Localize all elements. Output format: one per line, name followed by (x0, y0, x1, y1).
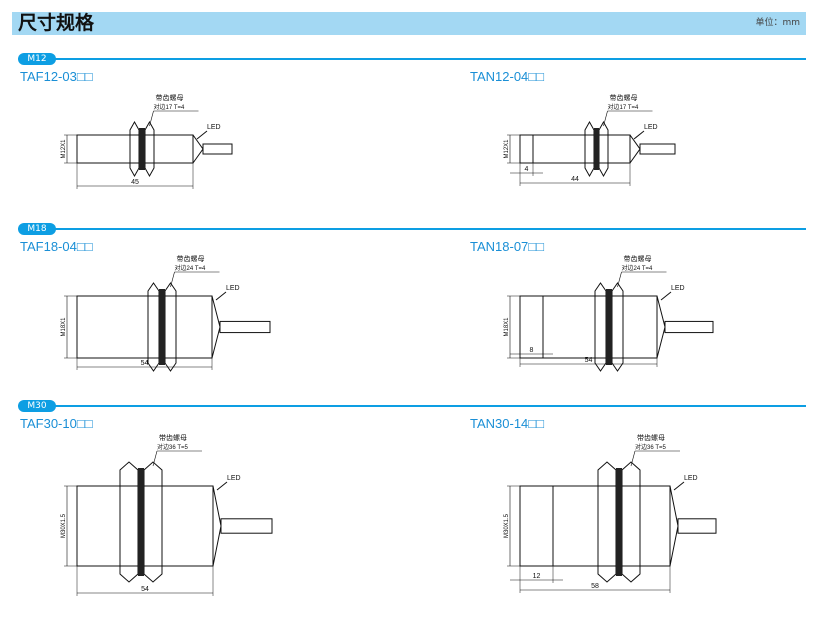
nut-label: 带齿螺母 (610, 93, 638, 102)
led-leader (196, 130, 208, 140)
hex-nut (129, 120, 140, 178)
model-title: TAN18-07□□ (470, 239, 544, 254)
step-label: 4 (525, 166, 529, 173)
led-label: LED (226, 285, 240, 292)
section-divider (24, 58, 806, 60)
led-leader (633, 130, 645, 140)
step-label: 8 (530, 347, 534, 354)
led-cap (211, 295, 221, 359)
toothed-washer (138, 468, 144, 576)
length-label: 54 (585, 357, 593, 364)
cable (639, 143, 676, 155)
section-divider (24, 405, 806, 407)
cable (202, 143, 233, 155)
cable (220, 518, 273, 534)
toothed-washer (606, 289, 612, 365)
cable (677, 518, 717, 534)
cable (219, 320, 271, 334)
length-label: 44 (571, 176, 579, 183)
length-label: 54 (141, 586, 149, 593)
nut-spec-label: 对边24 T=4 (622, 264, 654, 272)
led-leader (673, 481, 685, 491)
hex-nut (598, 120, 609, 178)
nut-spec-label: 对边24 T=4 (175, 264, 207, 272)
hex-nut (144, 120, 155, 178)
model-title: TAF18-04□□ (20, 239, 93, 254)
nut-label: 带齿螺母 (156, 93, 184, 102)
section-pill-m30: M30 (18, 400, 56, 412)
model-title: TAF30-10□□ (20, 416, 93, 431)
thread-label: M30X1.5 (61, 513, 67, 538)
length-label: 54 (141, 360, 149, 367)
nut-leader (152, 450, 158, 467)
model-title: TAF12-03□□ (20, 69, 93, 84)
led-label: LED (207, 124, 221, 131)
led-label: LED (671, 285, 685, 292)
header-bar: 尺寸规格 单位：mm (12, 12, 806, 35)
led-cap (212, 485, 222, 567)
sensor-body (76, 134, 194, 164)
cable (664, 320, 714, 334)
hex-nut (584, 120, 595, 178)
thread-label: M30X1.5 (504, 513, 510, 538)
led-label: LED (684, 475, 698, 482)
sensor-body (76, 295, 213, 359)
nut-leader (630, 450, 636, 467)
led-label: LED (227, 475, 241, 482)
sensor-body (519, 134, 631, 164)
nut-spec-label: 对边17 T=4 (154, 103, 186, 111)
sensor-body (519, 295, 658, 359)
sensor-body (76, 485, 214, 567)
toothed-washer (616, 468, 622, 576)
nut-leader (149, 110, 154, 127)
nut-leader (603, 110, 608, 127)
nut-spec-label: 对边36 T=5 (635, 443, 667, 451)
toothed-washer (139, 128, 145, 170)
thread-label: M18X1 (61, 317, 67, 337)
section-divider (24, 228, 806, 230)
hex-nut (621, 461, 641, 583)
model-title: TAN30-14□□ (470, 416, 544, 431)
led-cap (656, 295, 666, 359)
nut-spec-label: 对边36 T=5 (157, 443, 189, 451)
led-cap (629, 134, 641, 164)
nut-leader (617, 271, 622, 288)
nut-label: 带齿螺母 (159, 433, 187, 442)
sensor-body (519, 485, 671, 567)
thread-label: M18X1 (504, 317, 510, 337)
length-label: 45 (131, 179, 139, 186)
led-leader (660, 291, 672, 301)
section-pill-m18: M18 (18, 223, 56, 235)
led-leader (215, 291, 227, 301)
led-label: LED (644, 124, 658, 131)
led-cap (192, 134, 204, 164)
nut-leader (170, 271, 175, 288)
toothed-washer (159, 289, 165, 365)
model-title: TAN12-04□□ (470, 69, 544, 84)
nut-label: 带齿螺母 (624, 254, 652, 263)
nut-label: 带齿螺母 (637, 433, 665, 442)
nut-spec-label: 对边17 T=4 (608, 103, 640, 111)
hex-nut (119, 461, 139, 583)
hex-nut (143, 461, 163, 583)
toothed-washer (594, 128, 599, 170)
page-title: 尺寸规格 (18, 12, 95, 34)
section-pill-m12: M12 (18, 53, 56, 65)
led-cap (669, 485, 679, 567)
thread-label: M12X1 (61, 139, 67, 159)
unit-label: 单位：mm (755, 18, 800, 28)
hex-nut (597, 461, 617, 583)
thread-label: M12X1 (504, 139, 510, 159)
nut-label: 带齿螺母 (177, 254, 205, 263)
step-label: 12 (533, 573, 541, 580)
length-label: 58 (591, 583, 599, 590)
led-leader (216, 481, 228, 491)
